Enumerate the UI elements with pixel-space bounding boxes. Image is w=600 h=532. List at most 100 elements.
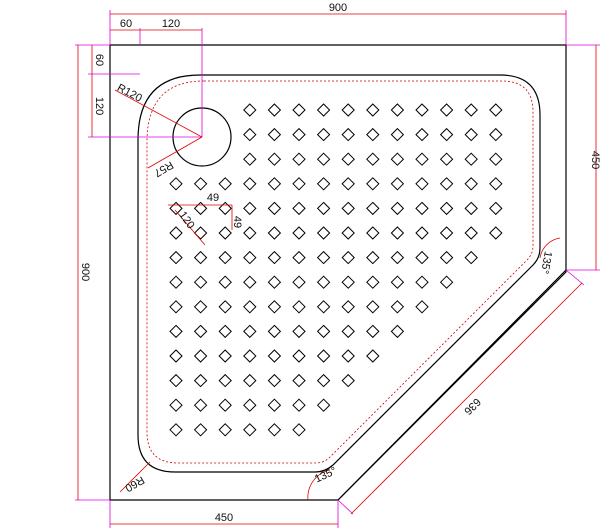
pattern-diamond — [292, 152, 306, 166]
dim-corner-small: R60 — [123, 473, 146, 493]
pattern-diamond — [366, 152, 380, 166]
dim-diagonal: 636 — [461, 395, 482, 416]
pattern-diamond — [267, 349, 282, 363]
pattern-diamond — [267, 398, 282, 412]
pattern-diamond — [464, 226, 478, 240]
pattern-diamond — [243, 103, 257, 117]
pattern-diamond — [316, 127, 331, 142]
pattern-diamond — [489, 127, 503, 142]
pattern-diamond — [464, 103, 478, 117]
pattern-diamond — [415, 177, 429, 191]
pattern-diamond — [193, 201, 208, 216]
pattern-diamond — [193, 423, 208, 437]
pattern-diamond — [267, 226, 282, 240]
dim-top-width: 900 — [329, 2, 347, 14]
pattern-diamond — [292, 275, 306, 289]
dim-bottom-width: 450 — [215, 512, 233, 524]
pattern-diamond — [390, 152, 405, 166]
pattern-diamond — [316, 103, 331, 117]
pattern-diamond — [316, 201, 331, 216]
pattern-diamond — [366, 300, 380, 314]
pattern-diamond — [267, 127, 282, 142]
pattern-diamond — [415, 275, 429, 289]
pattern-diamond — [243, 373, 257, 388]
pattern-diamond — [169, 250, 183, 265]
pattern-diamond — [193, 349, 208, 363]
dim-angle-bottom: 135° — [313, 465, 339, 485]
dim-corner-large: R120 — [115, 82, 144, 105]
pattern-diamond — [390, 201, 405, 216]
pattern-diamond — [439, 226, 454, 240]
pattern-diamond — [292, 349, 306, 363]
pattern-diamond — [366, 226, 380, 240]
pattern-diamond — [193, 275, 208, 289]
dim-drain-radius: R57 — [152, 158, 175, 178]
pattern-diamond — [415, 300, 429, 314]
pattern-diamond — [218, 226, 232, 240]
dim-grid-diagonal: 120 — [176, 209, 196, 231]
pattern-diamond — [366, 201, 380, 216]
pattern-diamond — [489, 226, 503, 240]
pattern-diamond — [439, 152, 454, 166]
pattern-diamond — [341, 127, 355, 142]
pattern-diamond — [243, 177, 257, 191]
pattern-diamond — [218, 177, 232, 191]
pattern-diamond — [341, 373, 355, 388]
pattern-diamond — [267, 177, 282, 191]
pattern-diamond — [292, 373, 306, 388]
anti-slip-pattern — [169, 103, 503, 437]
pattern-diamond — [366, 324, 380, 339]
pattern-diamond — [243, 201, 257, 216]
dim-grid-h: 49 — [207, 192, 219, 204]
pattern-diamond — [316, 349, 331, 363]
pattern-diamond — [243, 324, 257, 339]
pattern-diamond — [292, 226, 306, 240]
pattern-diamond — [218, 300, 232, 314]
pattern-diamond — [341, 300, 355, 314]
pattern-diamond — [316, 226, 331, 240]
pattern-diamond — [366, 275, 380, 289]
pattern-diamond — [439, 275, 454, 289]
pattern-diamond — [316, 152, 331, 166]
pattern-diamond — [366, 103, 380, 117]
pattern-diamond — [415, 127, 429, 142]
pattern-diamond — [218, 349, 232, 363]
pattern-diamond — [267, 201, 282, 216]
dim-right-height: 450 — [589, 151, 600, 169]
pattern-diamond — [267, 250, 282, 265]
pattern-diamond — [292, 103, 306, 117]
dim-left-height: 900 — [79, 263, 91, 281]
pattern-diamond — [292, 300, 306, 314]
pattern-diamond — [292, 423, 306, 437]
pattern-diamond — [243, 300, 257, 314]
pattern-diamond — [316, 250, 331, 265]
pattern-diamond — [464, 201, 478, 216]
dim-grid-v: 49 — [231, 216, 243, 228]
pattern-diamond — [218, 373, 232, 388]
pattern-diamond — [316, 324, 331, 339]
pattern-diamond — [169, 226, 183, 240]
pattern-diamond — [218, 275, 232, 289]
pattern-diamond — [169, 177, 183, 191]
pattern-diamond — [439, 127, 454, 142]
pattern-diamond — [415, 103, 429, 117]
tray-basin — [137, 74, 541, 473]
pattern-diamond — [218, 201, 232, 216]
pattern-diamond — [243, 127, 257, 142]
pattern-diamond — [292, 177, 306, 191]
pattern-diamond — [390, 226, 405, 240]
dim-left-offset-b: 120 — [93, 97, 105, 115]
pattern-diamond — [193, 373, 208, 388]
pattern-diamond — [243, 398, 257, 412]
pattern-diamond — [415, 152, 429, 166]
dim-top-offset-a: 60 — [120, 18, 132, 30]
pattern-diamond — [439, 250, 454, 265]
pattern-diamond — [390, 103, 405, 117]
pattern-diamond — [218, 250, 232, 265]
dim-top-offset-b: 120 — [162, 18, 180, 30]
pattern-diamond — [169, 349, 183, 363]
pattern-diamond — [267, 152, 282, 166]
pattern-diamond — [439, 103, 454, 117]
extension-lines — [75, 10, 600, 528]
